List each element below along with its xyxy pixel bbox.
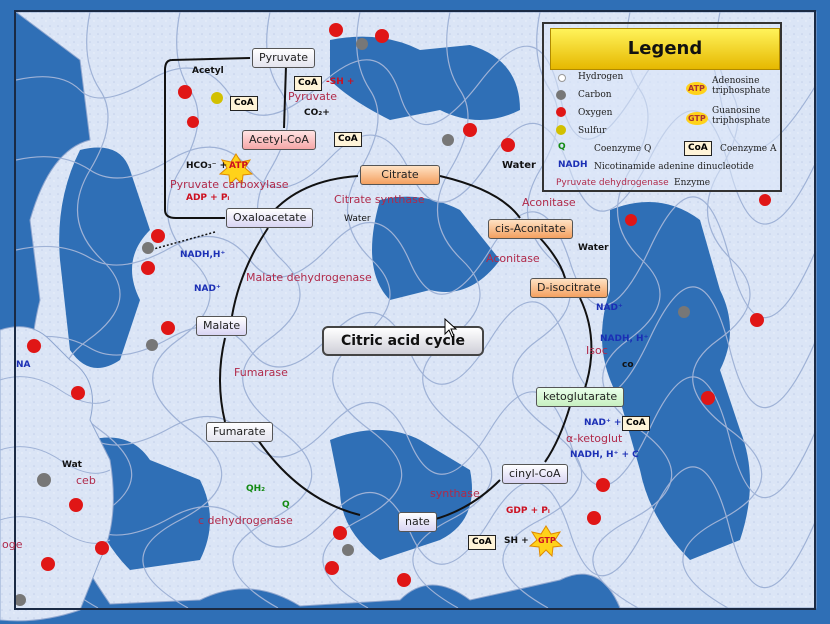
cycle-arrow-oxaloacetate-to-citrate: [269, 175, 359, 216]
label-adp-pi: ADP + Pᵢ: [186, 193, 230, 203]
atp-icon: ATP: [686, 82, 707, 95]
label-sh: SH +: [504, 536, 529, 546]
missing-piece-hole: [602, 202, 750, 560]
label-qh2: QH₂: [246, 484, 266, 494]
legend-oxygen: Oxygen: [578, 108, 613, 118]
label-q: Q: [282, 500, 290, 510]
enzyme-succinate-dehydrogenase: c dehydrogenase: [198, 514, 293, 527]
label-nadh-h-right: NADH, H⁺: [600, 334, 649, 344]
label-acetyl: Acetyl: [192, 66, 224, 76]
nadh-icon: NADH: [558, 160, 588, 170]
oxygen-icon: [556, 107, 566, 117]
node-succinyl-coa: cinyl-CoA: [502, 464, 568, 484]
node-succinate: nate: [398, 512, 437, 532]
enzyme-fumarase: Fumarase: [234, 366, 288, 379]
cycle-arrow-fumarate-to-malate: [219, 337, 226, 423]
label-nad-plus-alpha: NAD⁺ +: [584, 418, 622, 428]
coa-tag-bottom: CoA: [468, 535, 496, 550]
cycle-arrow-iso-to-keto: [579, 297, 593, 389]
coa-tag-acetyl: CoA: [230, 96, 258, 111]
missing-piece-hole: [330, 36, 520, 120]
enzyme-aconitase-2: Aconitase: [486, 252, 540, 265]
legend-panel: Legend Hydrogen Carbon Oxygen Sulfur Q C…: [542, 22, 782, 192]
enzyme-aconitase-1: Aconitase: [522, 196, 576, 209]
enzyme-pyruvate-carboxylase: Pyruvate carboxylase: [170, 178, 289, 191]
cycle-arrow-succinyl-to-succinate: [431, 479, 501, 521]
label-hco3: HCO₃⁻ +: [186, 161, 228, 171]
node-malate: Malate: [196, 316, 248, 336]
sulfur-icon: [556, 125, 566, 135]
coa-tag-acetyl-right: CoA: [334, 132, 362, 147]
legend-atp: Adenosine triphosphate: [712, 76, 771, 96]
cycle-arrow-succinate-to-fumarate: [257, 439, 361, 516]
legend-carbon: Carbon: [578, 90, 612, 100]
coa-icon: CoA: [684, 141, 712, 156]
label-gtp: GTP: [538, 536, 556, 545]
coq-icon: Q: [558, 142, 566, 152]
legend-nadh: Nicotinamide adenine dinucleotide: [594, 162, 754, 172]
arrow-pyruvate-to-acetylcoa: [283, 65, 287, 129]
coa-tag-alpha: CoA: [622, 416, 650, 431]
legend-title: Legend: [550, 28, 780, 70]
carbon-icon: [556, 90, 566, 100]
label-co-right: co: [622, 360, 634, 370]
gtp-burst: [528, 525, 564, 558]
label-left-ceb: ceb: [76, 474, 96, 487]
cycle-arrow-cis-to-isocitrate: [539, 237, 566, 279]
label-water-citrate: Water: [344, 214, 371, 224]
cycle-title: Citric acid cycle: [322, 326, 484, 356]
label-nadh-h-left: NADH,H⁺: [180, 250, 226, 260]
legend-gtp: Guanosine triphosphate: [712, 106, 771, 126]
label-left-oge: oge: [2, 538, 23, 551]
molecule-atoms: [14, 23, 771, 606]
node-fumarate: Fumarate: [206, 422, 273, 442]
enzyme-pyruvate: Pyruvate: [288, 90, 337, 103]
enzyme-alpha-ketoglutarate: α-ketoglut: [566, 432, 623, 445]
legend-hydrogen: Hydrogen: [578, 72, 624, 82]
node-ketoglutarate: ketoglutarate: [536, 387, 625, 407]
legend-coa: Coenzyme A: [720, 144, 777, 154]
enzyme-isocitrate-dehydrogenase: Isoc: [586, 344, 608, 357]
enzyme-malate-dehydrogenase: Malate dehydrogenase: [246, 271, 372, 284]
atp-burst: [218, 153, 254, 186]
legend-sulfur: Sulfur: [578, 126, 607, 136]
node-oxaloacetate: Oxaloacetate: [226, 208, 314, 228]
mouse-cursor-icon: [444, 318, 458, 338]
label-co2: CO₂+: [304, 108, 330, 118]
legend-coq: Coenzyme Q: [594, 144, 652, 154]
puzzle-frame: [14, 10, 816, 610]
label-water-aconitase: Water: [578, 243, 609, 253]
loose-piece-stack: [0, 326, 114, 622]
node-d-isocitrate: D-isocitrate: [530, 278, 608, 298]
label-atp: ATP: [229, 161, 249, 171]
label-left-na: NA: [16, 360, 31, 370]
node-cis-aconitate: cis-Aconitate: [488, 219, 573, 239]
legend-enzyme: Enzyme: [674, 178, 711, 188]
node-pyruvate: Pyruvate: [252, 48, 315, 68]
label-water-top: Water: [502, 160, 536, 171]
missing-piece-hole: [59, 147, 150, 368]
gtp-icon: GTP: [686, 112, 708, 125]
label-left-wat: Wat: [62, 460, 82, 470]
label-nadh-h-alpha: NADH, H⁺ + C: [570, 450, 639, 460]
label-nad-left: NAD⁺: [194, 284, 221, 294]
label-gdp-pi: GDP + Pᵢ: [506, 506, 550, 516]
cycle-arrow-keto-to-succinyl: [544, 405, 571, 463]
node-acetyl-coa: Acetyl-CoA: [242, 130, 316, 150]
cycle-arrow-citrate-to-cisaconitate: [439, 175, 521, 219]
label-nad-right: NAD⁺: [596, 303, 623, 313]
enzyme-synthase: synthase: [430, 487, 480, 500]
label-coa-sh: -SH +: [326, 77, 355, 87]
enzyme-citrate-synthase: Citrate synthase: [334, 193, 425, 206]
node-citrate: Citrate: [360, 165, 440, 185]
hydrogen-icon: [558, 74, 566, 82]
legend-enzyme-sample: Pyruvate dehydrogenase: [556, 178, 669, 188]
coa-tag-top: CoA: [294, 76, 322, 91]
missing-piece-hole: [90, 437, 210, 570]
cycle-arrow-malate-to-oxaloacetate: [231, 227, 269, 317]
missing-piece-hole: [372, 196, 500, 300]
arrow-pyruvate-loop: [164, 57, 251, 219]
